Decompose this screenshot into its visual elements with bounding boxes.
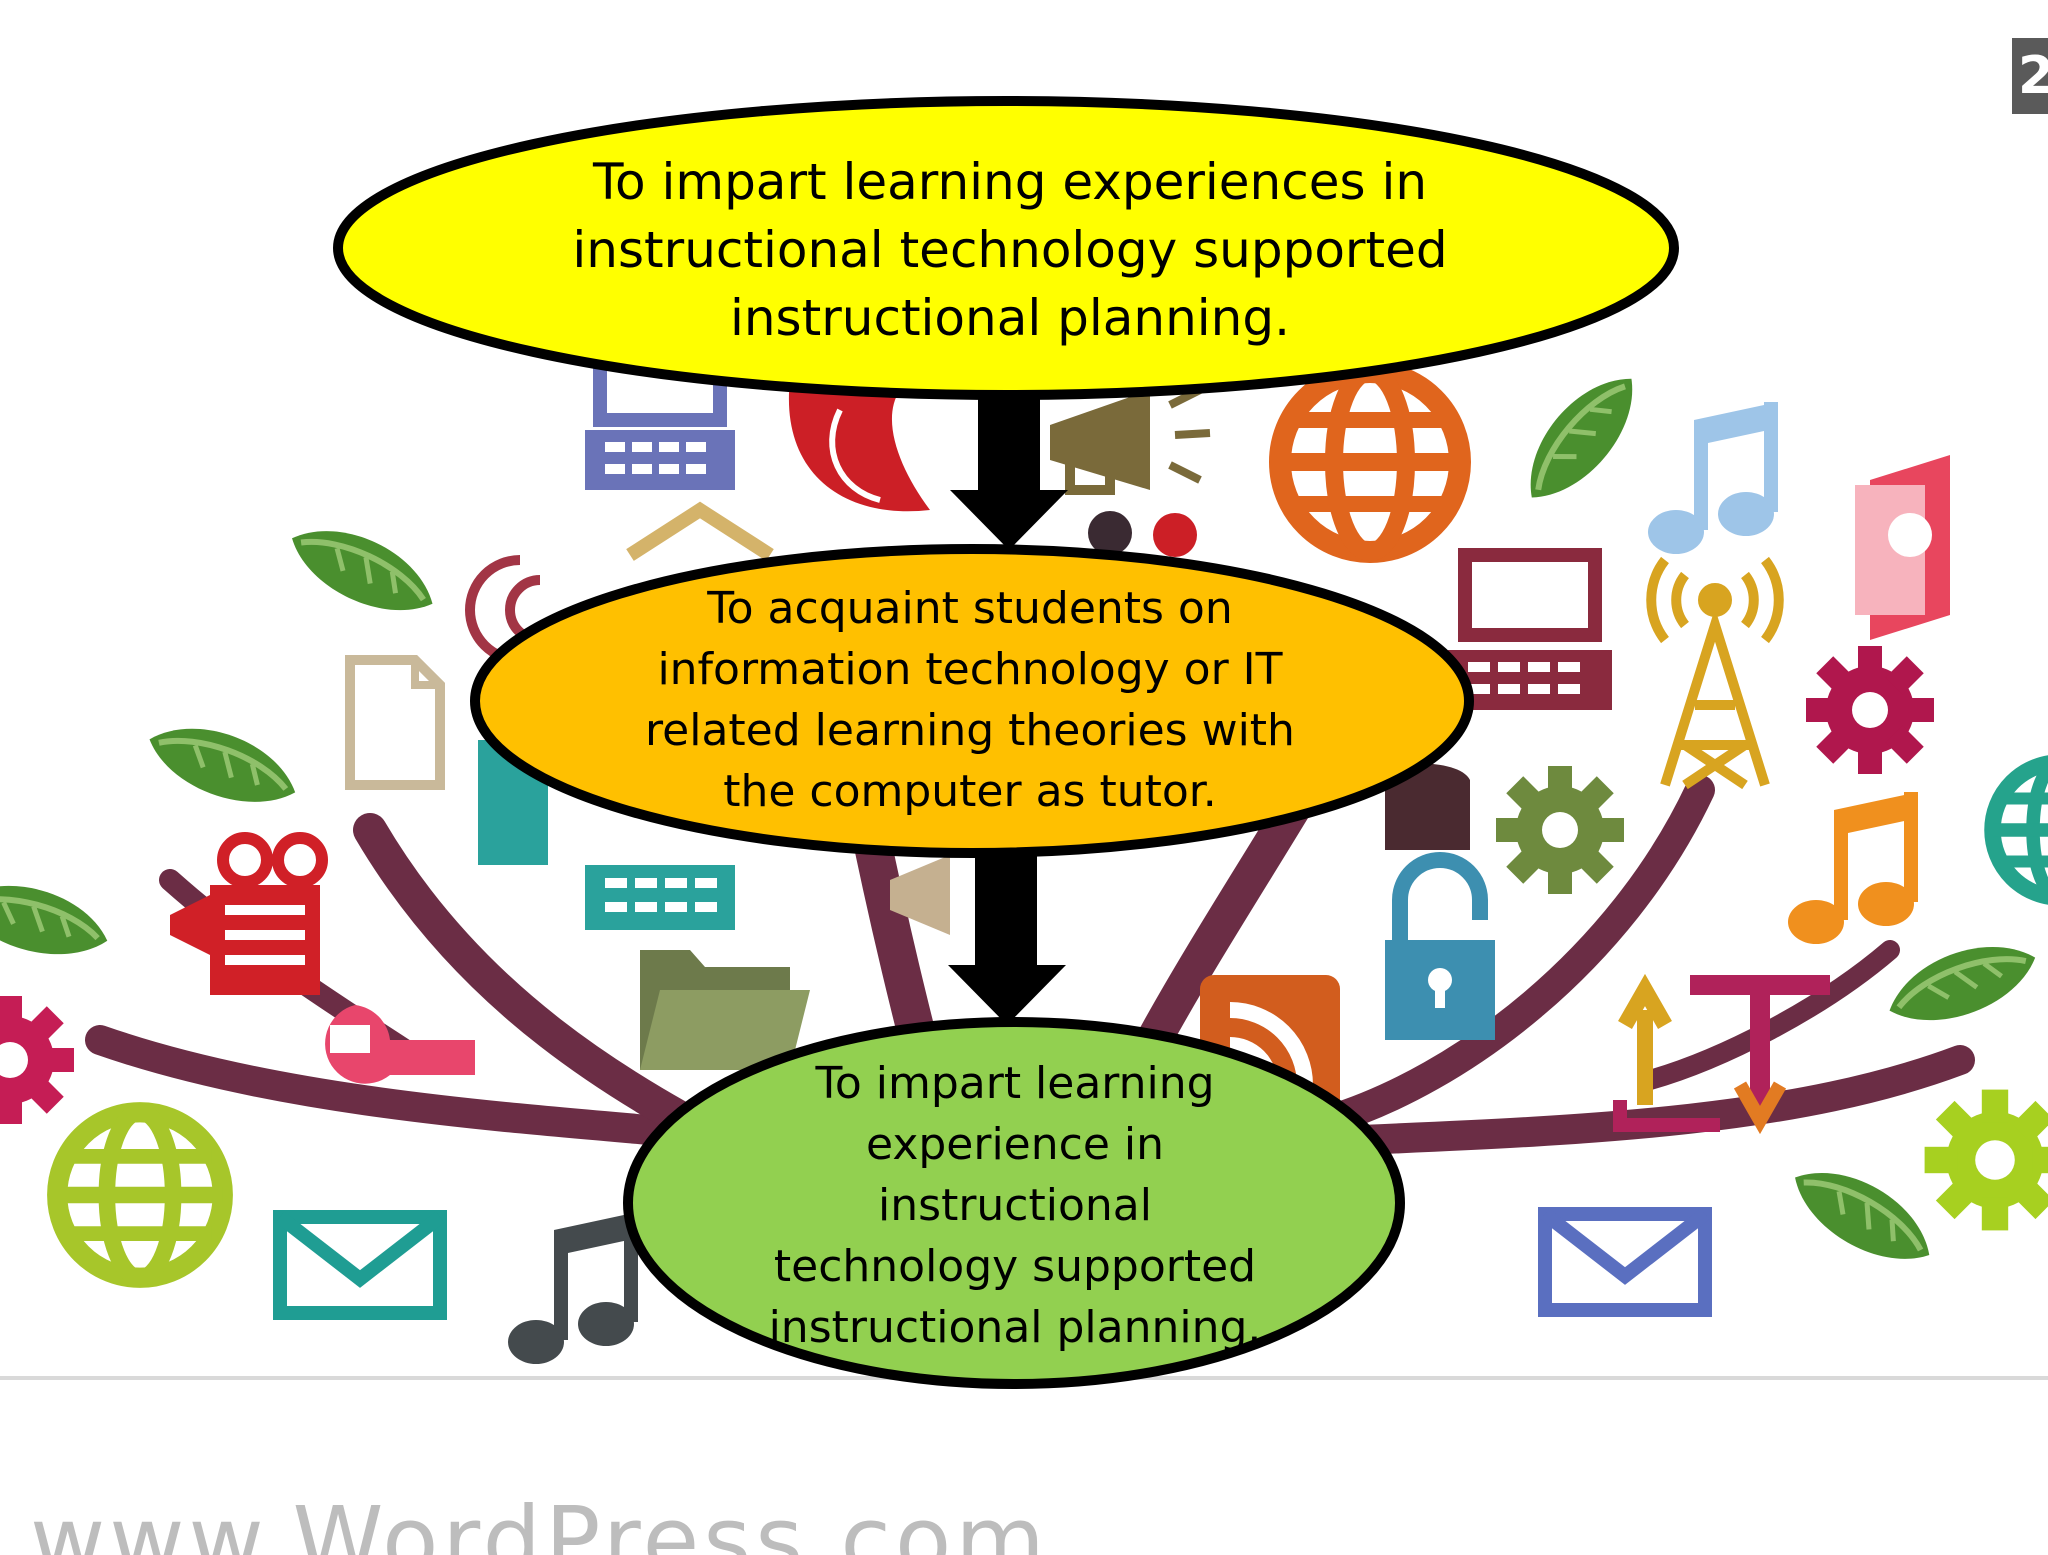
node-middle-text: To acquaint students on information tech… xyxy=(620,575,1320,825)
leaf-icon xyxy=(1879,928,2046,1039)
arrow-middle-to-bottom xyxy=(948,850,1066,1025)
envelope-icon xyxy=(280,1217,440,1313)
node-bottom-line: instructional planning. xyxy=(769,1297,1262,1358)
envelope-icon xyxy=(1545,1214,1705,1310)
node-middle-line: the computer as tutor. xyxy=(645,761,1295,822)
node-bottom-line: instructional xyxy=(769,1175,1262,1236)
node-top-line: instructional technology supported xyxy=(572,216,1447,284)
decorative-dot xyxy=(1088,511,1132,555)
node-top-line: To impart learning experiences in xyxy=(572,148,1447,216)
decorative-dot xyxy=(1153,513,1197,557)
music-note-icon xyxy=(508,1212,638,1364)
globe-icon xyxy=(1280,372,1460,552)
movie-camera-icon xyxy=(170,838,322,995)
music-note-icon xyxy=(1648,402,1778,554)
node-bottom-line: To impart learning xyxy=(769,1053,1262,1114)
leaf-icon xyxy=(1508,358,1655,516)
node-top-line: instructional planning. xyxy=(572,284,1447,352)
page-number-badge: 2 xyxy=(2012,38,2048,114)
footer-watermark: www.WordPress.com xyxy=(30,1495,1230,1555)
node-bottom-text: To impart learning experience in instruc… xyxy=(750,1050,1280,1360)
music-note-icon xyxy=(1788,792,1918,944)
contact-card-icon xyxy=(1855,455,1950,640)
leaf-icon xyxy=(0,870,115,970)
radio-tower-icon xyxy=(1651,560,1779,785)
document-icon xyxy=(350,660,440,785)
node-middle-line: related learning theories with xyxy=(645,700,1295,761)
node-bottom-line: technology supported xyxy=(769,1236,1262,1297)
megaphone-icon xyxy=(1050,390,1210,490)
gear-icon xyxy=(1925,1090,2048,1231)
leaf-icon xyxy=(139,710,306,821)
leaf-icon xyxy=(279,510,445,631)
keyboard-icon xyxy=(585,865,735,930)
node-top-text: To impart learning experiences in instru… xyxy=(560,140,1460,360)
arrow-top-to-middle xyxy=(950,385,1068,550)
gear-icon xyxy=(0,996,74,1124)
wrench-icon xyxy=(325,1005,475,1084)
leaf-icon xyxy=(1780,1150,1945,1281)
globe-icon xyxy=(1993,763,2048,898)
padlock-icon xyxy=(1385,860,1495,1040)
node-bottom-line: experience in xyxy=(769,1114,1262,1175)
gear-icon xyxy=(1806,646,1934,774)
laptop-icon xyxy=(1448,555,1612,710)
node-middle-line: To acquaint students on xyxy=(645,578,1295,639)
globe-icon xyxy=(57,1112,223,1278)
bird-icon xyxy=(789,380,930,511)
node-middle-line: information technology or IT xyxy=(645,639,1295,700)
house-icon xyxy=(630,510,770,555)
gear-icon xyxy=(1496,766,1624,894)
